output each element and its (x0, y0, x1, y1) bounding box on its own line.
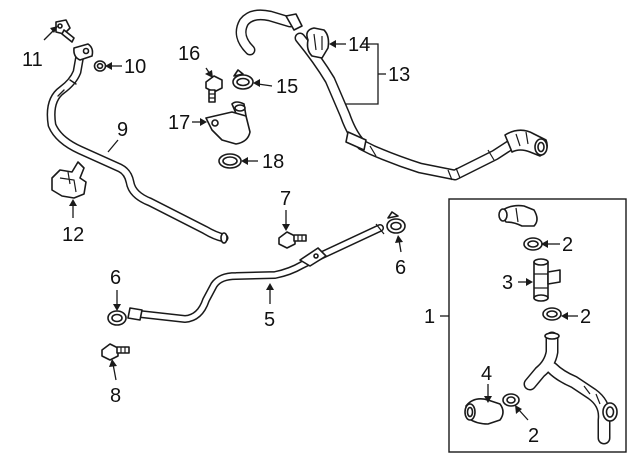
part-13-hose (235, 9, 548, 181)
callout-3: 3 (502, 272, 513, 294)
callout-labels: 11 10 9 12 16 15 17 18 14 13 7 6 6 5 8 1… (22, 34, 591, 447)
callout-15: 15 (276, 76, 298, 98)
part-9-hose (46, 43, 229, 244)
callout-18: 18 (262, 151, 284, 173)
callout-4: 4 (481, 363, 492, 385)
callout-8: 8 (110, 385, 121, 407)
callout-14: 14 (348, 34, 370, 56)
part-8-bolt (101, 343, 130, 361)
callout-2-lower: 2 (528, 425, 539, 447)
part-6-clamp-right (386, 211, 406, 234)
part-3-connector (533, 258, 561, 302)
callout-11: 11 (22, 49, 43, 71)
part-18-o-ring (218, 153, 242, 169)
part-4-elbow (464, 398, 504, 425)
callout-7: 7 (280, 188, 291, 210)
part-5-pipe (127, 223, 385, 323)
part-2-clamp-upper (523, 237, 543, 251)
part-17-valve (205, 101, 251, 145)
part-1-elbow-hose (498, 204, 538, 227)
callout-2-upper: 2 (562, 234, 573, 256)
callout-1: 1 (424, 306, 435, 328)
callout-5: 5 (264, 309, 275, 331)
callout-6-left: 6 (110, 267, 121, 289)
part-6-clamp-left (107, 310, 127, 326)
part-1-hose-assembly (523, 331, 618, 445)
callout-12: 12 (62, 224, 84, 246)
callout-9: 9 (117, 119, 128, 141)
part-2-clamp-middle (542, 307, 562, 321)
callout-16: 16 (178, 43, 200, 65)
part-14-clamp (306, 27, 330, 59)
leader-lines (43, 26, 578, 421)
part-11-bolt (55, 19, 75, 43)
callout-17: 17 (168, 112, 190, 134)
callout-6-right: 6 (395, 257, 406, 279)
part-2-clamp-lower (502, 393, 520, 407)
callout-10: 10 (124, 56, 146, 78)
callout-13: 13 (388, 64, 410, 86)
part-7-bolt (278, 231, 307, 249)
part-16-bolt (205, 75, 223, 103)
part-12-bracket (51, 161, 87, 199)
callout-2-middle: 2 (580, 306, 591, 328)
part-1-kit-frame (448, 198, 627, 453)
part-15-clamp (232, 69, 254, 90)
part-10-o-ring (93, 60, 107, 72)
